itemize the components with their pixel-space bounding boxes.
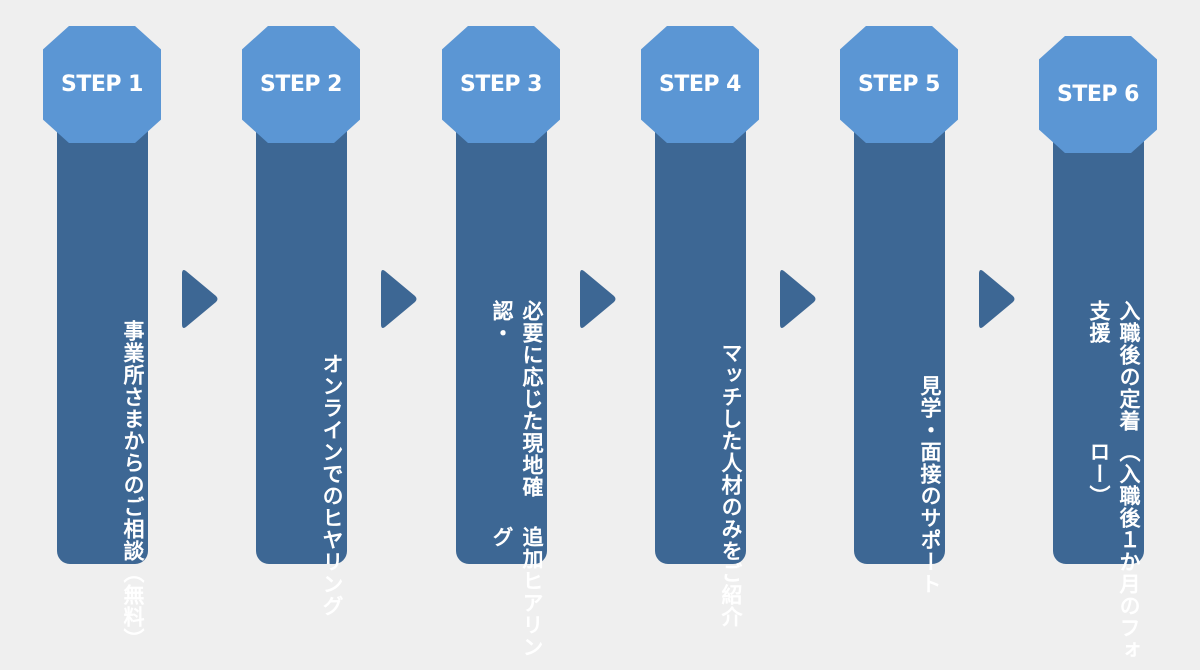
step-5: 見学・面接のサポート STEP 5: [840, 0, 960, 600]
step-description: 必要に応じた現地確認・ 追加ヒアリング: [456, 300, 547, 670]
step-column: 事業所さまからのご相談 （無料）: [57, 120, 148, 650]
step-column: 見学・面接のサポート: [854, 120, 945, 595]
step-label: STEP 5: [858, 72, 940, 97]
step-header: STEP 1: [43, 26, 161, 143]
step-label: STEP 3: [460, 72, 542, 97]
step-6: 入職後の定着支援 （入職後１か月のフォロー） STEP 6: [1039, 0, 1159, 661]
step-2: オンラインでのヒヤリング STEP 2: [242, 0, 362, 617]
step-label: STEP 4: [659, 72, 741, 97]
triangle-right-icon: [580, 270, 616, 328]
step-description: マッチした人材のみをご紹介: [655, 300, 746, 670]
step-description-line: （入職後１か月のフォロー）: [1087, 440, 1141, 661]
step-1: 事業所さまからのご相談 （無料） STEP 1: [43, 0, 163, 650]
step-header: STEP 6: [1039, 36, 1157, 153]
step-label: STEP 6: [1057, 82, 1139, 107]
step-label: STEP 2: [260, 72, 342, 97]
step-4: マッチした人材のみをご紹介 STEP 4: [641, 0, 761, 628]
triangle-right-icon: [780, 270, 816, 328]
step-description-line: （無料）: [121, 562, 145, 650]
step-header: STEP 3: [442, 26, 560, 143]
step-description-line: オンラインでのヒヤリング: [320, 353, 344, 617]
step-description: 見学・面接のサポート: [854, 300, 945, 670]
step-column: マッチした人材のみをご紹介: [655, 120, 746, 628]
step-description-line: 追加ヒアリング: [490, 526, 544, 659]
step-description-line: 入職後の定着支援: [1087, 300, 1141, 432]
step-description: 入職後の定着支援 （入職後１か月のフォロー）: [1053, 300, 1144, 670]
step-description-line: 見学・面接のサポート: [918, 375, 942, 595]
triangle-right-icon: [979, 270, 1015, 328]
step-3: 必要に応じた現地確認・ 追加ヒアリング STEP 3: [442, 0, 562, 658]
step-label: STEP 1: [61, 72, 143, 97]
step-column: オンラインでのヒヤリング: [256, 120, 347, 617]
step-column: 入職後の定着支援 （入職後１か月のフォロー）: [1053, 120, 1144, 661]
step-header: STEP 2: [242, 26, 360, 143]
step-column: 必要に応じた現地確認・ 追加ヒアリング: [456, 120, 547, 658]
step-header: STEP 5: [840, 26, 958, 143]
triangle-right-icon: [182, 270, 218, 328]
step-description: 事業所さまからのご相談 （無料）: [57, 300, 148, 670]
step-description-line: マッチした人材のみをご紹介: [719, 342, 743, 628]
step-description-line: 事業所さまからのご相談: [121, 320, 145, 562]
step-header: STEP 4: [641, 26, 759, 143]
triangle-right-icon: [381, 270, 417, 328]
step-description-line: 必要に応じた現地確認・: [490, 300, 544, 498]
step-description: オンラインでのヒヤリング: [256, 300, 347, 670]
